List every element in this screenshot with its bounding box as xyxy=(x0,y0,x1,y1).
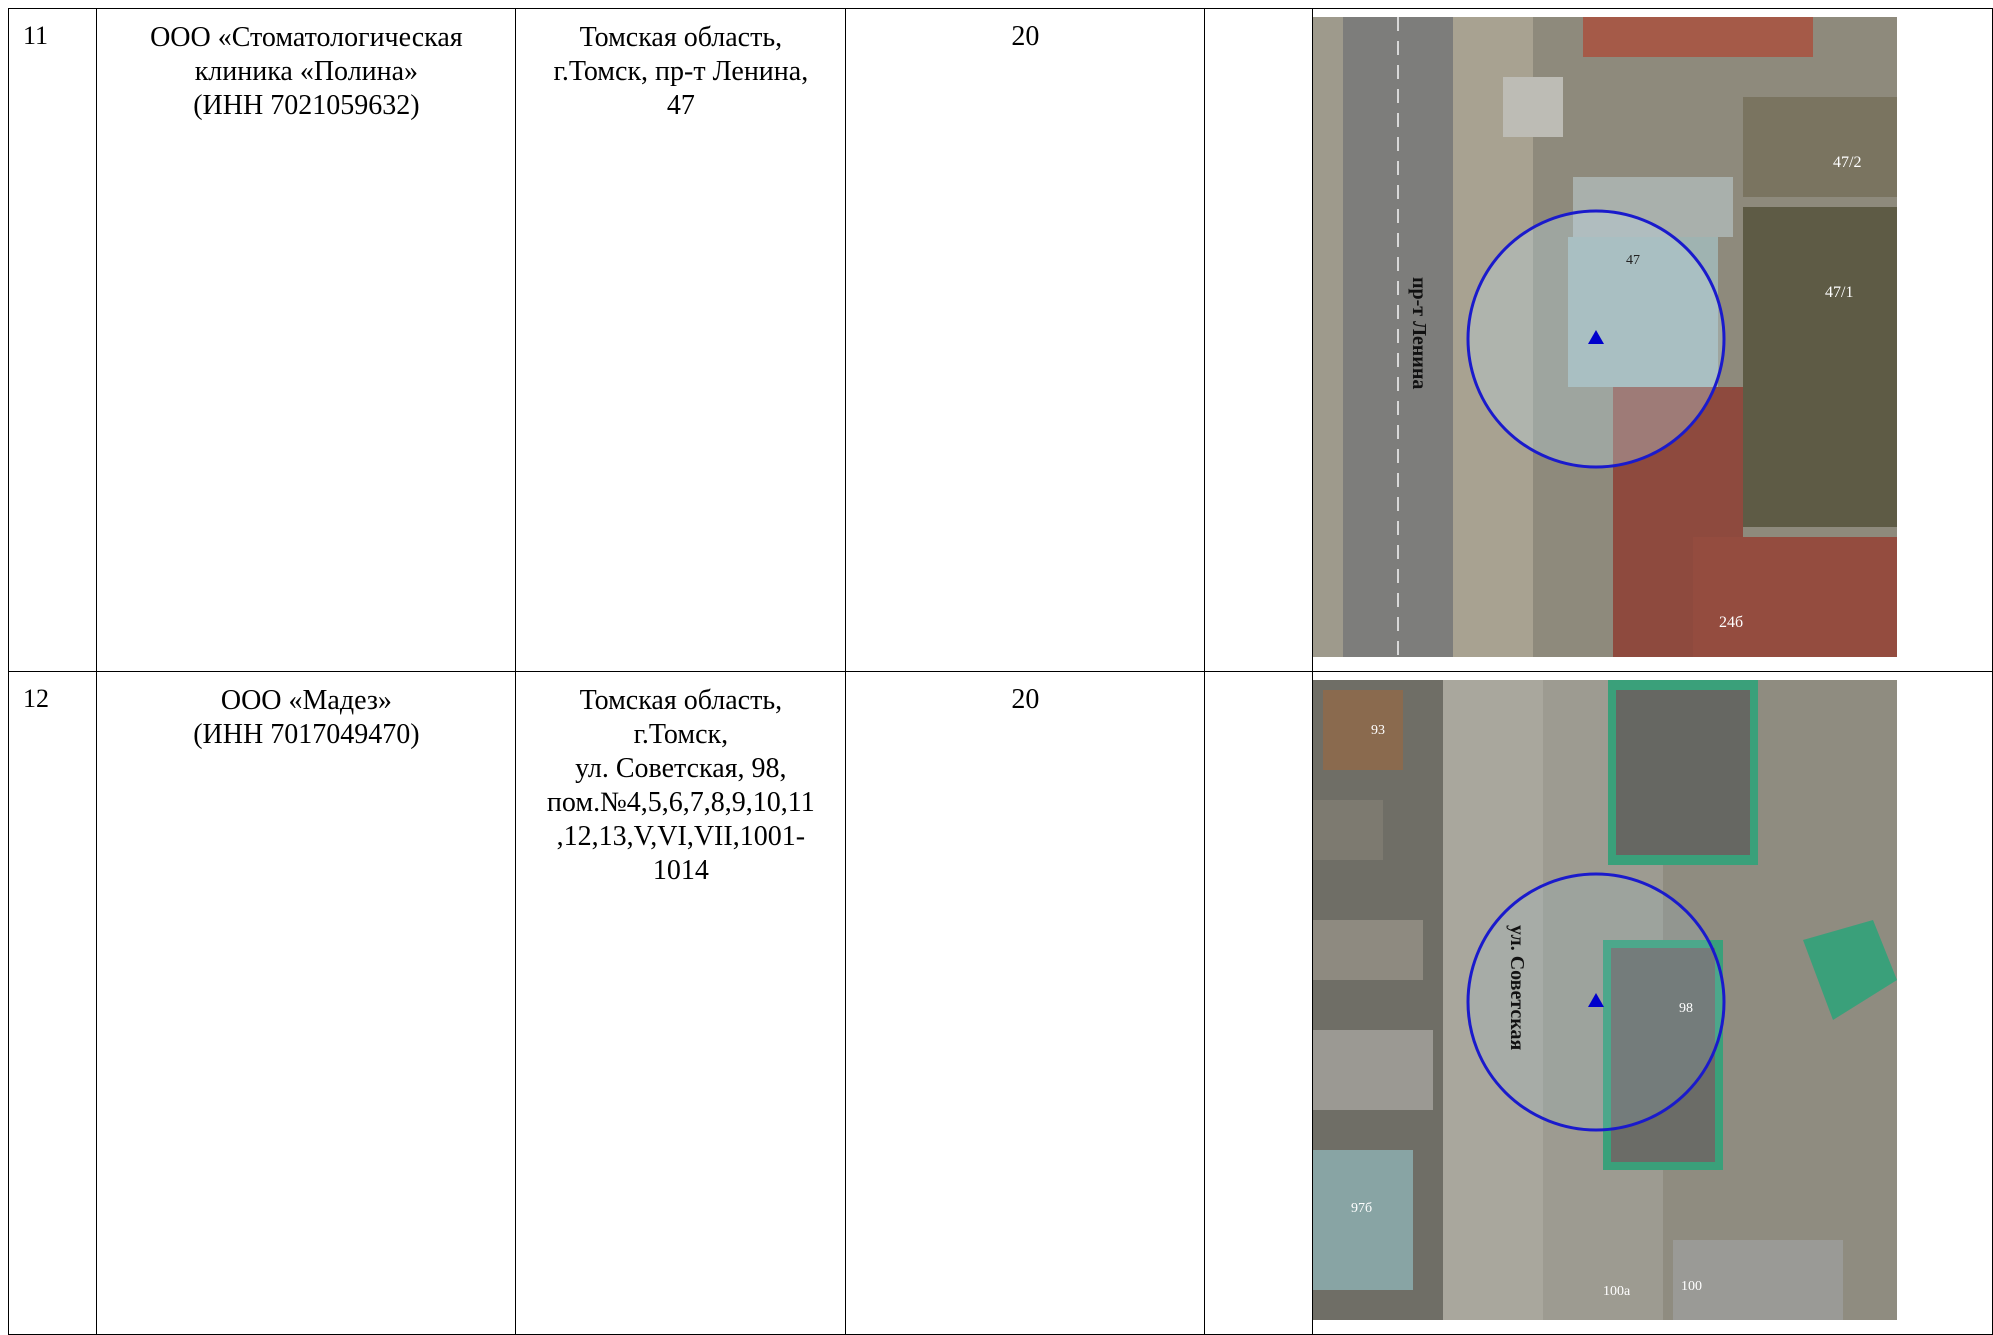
row-number: 12 xyxy=(7,671,98,1335)
org-line: ООО «Стоматологическая xyxy=(150,22,463,53)
addr-line: г.Томск, пр-т Ленина, xyxy=(553,56,809,87)
addr-line: 1014 xyxy=(652,855,709,886)
empty-cell xyxy=(1204,671,1314,1335)
address-cell: Томская область, г.Томск, ул. Советская,… xyxy=(515,671,847,1335)
aerial-map-lenina: пр-т Ленина 47/2 47 47/1 24б xyxy=(1313,17,1898,657)
address-cell: Томская область, г.Томск, пр-т Ленина, 4… xyxy=(515,8,847,672)
addr-line: 47 xyxy=(666,90,695,121)
building-label: 100а xyxy=(1603,1284,1631,1299)
addr-line: пом.№4,5,6,7,8,9,10,11 xyxy=(546,787,815,818)
organization-cell: ООО «Мадез» (ИНН 7017049470) xyxy=(96,671,517,1335)
org-line: (ИНН 7021059632) xyxy=(193,90,420,121)
building-label: 100 xyxy=(1681,1279,1702,1294)
table-row: 12 ООО «Мадез» (ИНН 7017049470) Томская … xyxy=(7,671,1993,1335)
org-line: ООО «Мадез» xyxy=(220,685,392,716)
map-cell: пр-т Ленина 47/2 47 47/1 24б xyxy=(1312,8,1993,672)
org-line: клиника «Полина» xyxy=(194,56,419,87)
org-line: (ИНН 7017049470) xyxy=(193,719,420,750)
organization-cell: ООО «Стоматологическая клиника «Полина» … xyxy=(96,8,517,672)
building-label: 47/1 xyxy=(1825,284,1853,301)
building-label: 24б xyxy=(1719,614,1743,631)
building-label: 97б xyxy=(1351,1201,1372,1216)
table-row: 11 ООО «Стоматологическая клиника «Полин… xyxy=(7,8,1993,672)
addr-line: г.Томск, xyxy=(633,719,729,750)
distance-cell: 20 xyxy=(845,671,1206,1335)
addr-line: Томская область, xyxy=(579,685,783,716)
distance-cell: 20 xyxy=(845,8,1206,672)
objects-table: 11 ООО «Стоматологическая клиника «Полин… xyxy=(7,8,1993,1335)
building-label: 47/2 xyxy=(1833,154,1861,171)
addr-line: ,12,13,V,VI,VII,1001- xyxy=(556,821,806,852)
addr-line: Томская область, xyxy=(579,22,783,53)
street-label: ул. Советская xyxy=(1506,925,1528,1051)
aerial-map-sovetskaya: ул. Советская 93 98 97б 100а 100 xyxy=(1313,680,1898,1320)
addr-line: ул. Советская, 98, xyxy=(575,753,787,784)
building-label: 47 xyxy=(1626,253,1640,268)
map-cell: ул. Советская 93 98 97б 100а 100 xyxy=(1312,671,1993,1335)
row-number: 11 xyxy=(7,8,98,672)
building-label: 93 xyxy=(1371,723,1385,738)
street-label: пр-т Ленина xyxy=(1408,277,1430,389)
empty-cell xyxy=(1204,8,1314,672)
aerial-map-image: пр-т Ленина 47/2 47 47/1 24б xyxy=(1313,17,1898,657)
building-label: 98 xyxy=(1679,1001,1693,1016)
aerial-map-image: ул. Советская 93 98 97б 100а 100 xyxy=(1313,680,1898,1320)
